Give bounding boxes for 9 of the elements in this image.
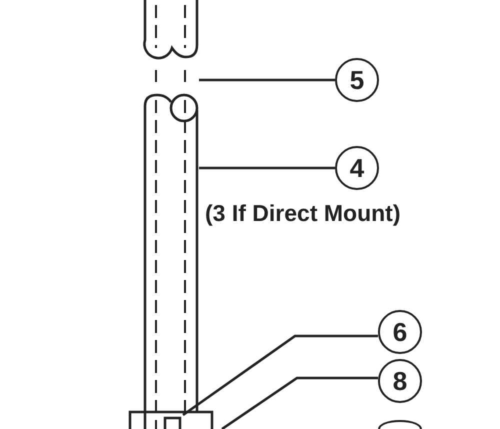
leader-line [221, 376, 378, 429]
leader-line [182, 334, 378, 416]
callout-number: 6 [378, 310, 422, 354]
leader-line [199, 166, 335, 170]
callout-number: 5 [335, 58, 379, 102]
callout-number: 4 [335, 146, 379, 190]
callout-number: 8 [378, 359, 422, 403]
callout-note: (3 If Direct Mount) [205, 200, 400, 227]
leader-line [199, 78, 335, 82]
